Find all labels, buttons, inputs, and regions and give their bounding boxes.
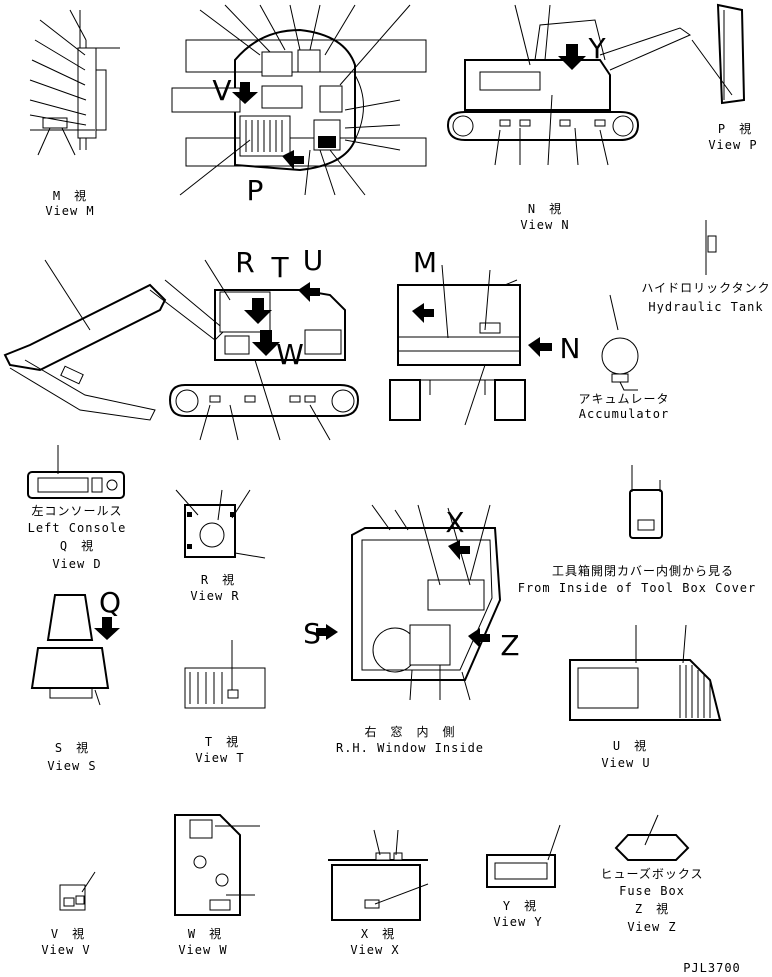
top-view-drawing — [171, 4, 427, 196]
view-w-en-label: View W — [178, 943, 227, 957]
letter-u: U — [303, 244, 324, 277]
rh-window-drawing — [316, 504, 502, 701]
left-console-drawing — [27, 445, 125, 499]
view-m-en-label: View M — [45, 204, 94, 218]
view-t-en-label: View T — [195, 751, 244, 765]
view-x-jp-label: X 視 — [361, 926, 395, 941]
fuse-box-en-label: Fuse Box — [619, 884, 685, 898]
view-t-hatching — [189, 672, 223, 704]
tool-box-drawing — [629, 465, 663, 539]
view-u-hatching — [679, 665, 711, 718]
view-p-drawing — [691, 3, 746, 105]
letter-z: Z — [500, 629, 519, 662]
accumulator-drawing — [601, 294, 639, 391]
rear-view-drawing — [389, 264, 552, 426]
view-m-jp-label: M 視 — [53, 188, 87, 203]
letter-r: R — [235, 246, 254, 279]
view-u-jp-label: U 視 — [613, 738, 647, 753]
view-p-en-label: View P — [708, 138, 757, 152]
left-console-jp-label: 左コンソールス — [31, 503, 122, 518]
letter-n: N — [560, 332, 581, 365]
hydraulic-tank-en-label: Hydraulic Tank — [648, 300, 763, 314]
fuse-box-drawing — [614, 814, 690, 861]
letter-y: Y — [587, 32, 606, 65]
letter-t: T — [270, 251, 289, 284]
left-console-en-label: Left Console — [28, 521, 127, 535]
view-s-en-label: View S — [47, 759, 96, 773]
view-r-drawing — [175, 489, 266, 559]
view-v-jp-label: V 視 — [51, 926, 85, 941]
machine-side-drawing — [3, 259, 360, 441]
tool-box-en-label: From Inside of Tool Box Cover — [518, 581, 757, 595]
letter-s-window: S — [303, 617, 321, 650]
view-s-drawing — [30, 594, 110, 706]
view-q-jp-label: Q 視 — [60, 538, 94, 553]
hydraulic-tank-jp-label: ハイドロリックタンク — [641, 281, 770, 295]
view-u-en-label: View U — [601, 756, 650, 770]
view-q-arrow — [94, 617, 120, 640]
view-v-drawing — [59, 871, 96, 911]
view-y-en-label: View Y — [493, 915, 542, 929]
fuse-box-jp-label: ヒューズボックス — [600, 866, 703, 881]
view-p-jp-label: P 視 — [718, 121, 752, 136]
view-y-jp-label: Y 視 — [503, 898, 537, 913]
accumulator-en-label: Accumulator — [579, 407, 669, 421]
view-r-jp-label: R 視 — [201, 572, 235, 587]
letter-p: P — [247, 174, 264, 207]
accumulator-jp-label: アキュムレータ — [578, 392, 669, 406]
rh-window-en-label: R.H. Window Inside — [336, 741, 484, 755]
view-r-en-label: View R — [190, 589, 239, 603]
view-s-jp-label: S 視 — [55, 740, 89, 755]
radiator-fins — [245, 120, 283, 152]
view-x-drawing — [328, 829, 429, 921]
view-n-jp-label: N 視 — [528, 201, 562, 216]
view-t-drawing — [184, 640, 266, 709]
sheet-code: PJL3700 — [683, 961, 741, 975]
letter-w: W — [276, 338, 304, 371]
view-m-drawing — [29, 9, 120, 156]
view-y-drawing — [486, 824, 561, 888]
rh-window-jp-label: 右 窓 内 側 — [364, 724, 455, 739]
view-v-en-label: View V — [41, 943, 90, 957]
letter-m: M — [413, 246, 437, 279]
view-w-jp-label: W 視 — [188, 926, 222, 941]
hydraulic-tank-drawing — [705, 220, 717, 275]
view-z-en-label: View Z — [627, 920, 676, 934]
view-x-en-label: View X — [350, 943, 399, 957]
letter-q: Q — [99, 586, 121, 619]
view-z-jp-label: Z 視 — [635, 901, 669, 916]
view-d-en-label: View D — [52, 557, 101, 571]
letter-x: X — [445, 506, 464, 539]
view-t-jp-label: T 視 — [205, 734, 239, 749]
view-n-en-label: View N — [520, 218, 569, 232]
view-w-drawing — [174, 814, 260, 916]
letter-v: V — [212, 74, 231, 107]
view-u-drawing — [569, 624, 722, 721]
tool-box-jp-label: 工具箱開閉カバー内側から見る — [552, 563, 734, 578]
view-n-drawing — [446, 4, 692, 166]
